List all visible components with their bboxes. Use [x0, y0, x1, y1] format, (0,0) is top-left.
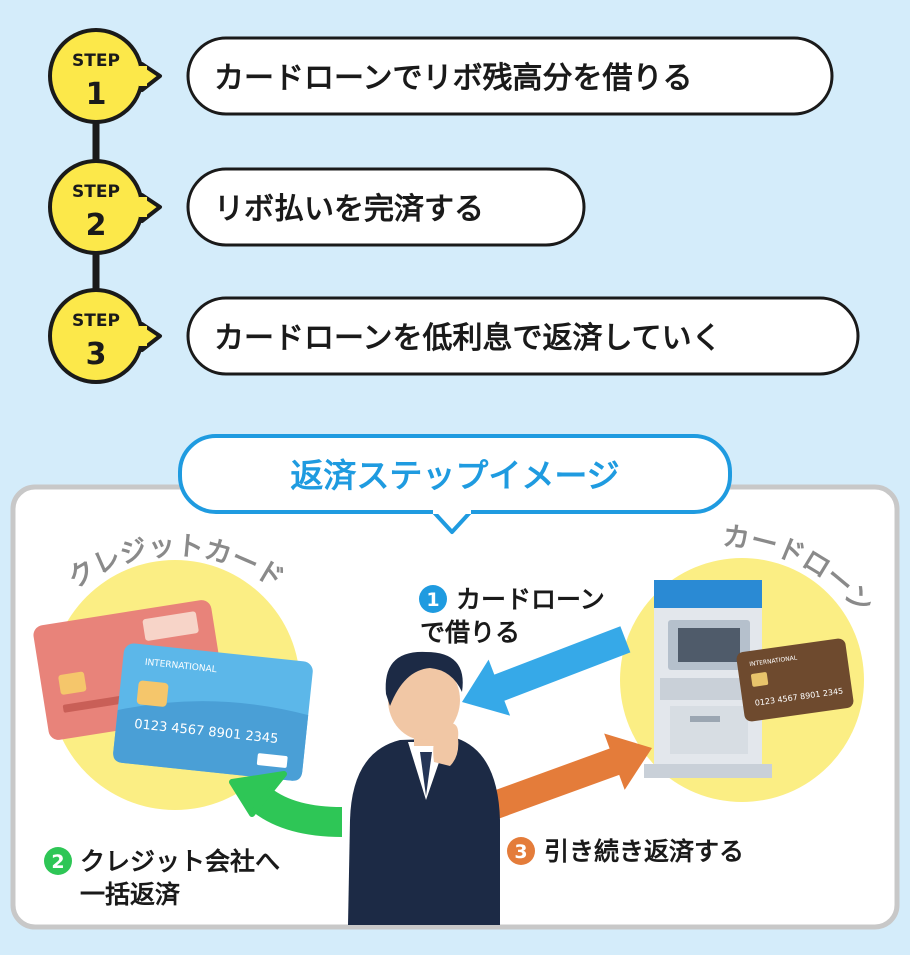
step-1-number-badge [419, 585, 447, 613]
step-2-line1: クレジット会社へ [80, 847, 280, 876]
step-2-number: 2 [51, 851, 64, 873]
step-1-line1: カードローン [456, 585, 605, 614]
card-loan-card: INTERNATIONAL 0123 4567 8901 2345 [736, 638, 854, 722]
businessman-suit [348, 738, 500, 925]
arrow-borrow [462, 626, 631, 716]
blue-card-hologram [256, 753, 288, 768]
step-text-pill [186, 36, 834, 116]
step-badge-label: STEP [72, 182, 120, 202]
step-2-number-badge [44, 847, 72, 875]
red-card-chip [58, 671, 87, 695]
step-1-number: 1 [426, 589, 439, 611]
arrow-borrow-shape [462, 626, 631, 716]
step-badge-label: STEP [72, 311, 120, 331]
step-3: STEP 3 カードローンを低利息で返済していく [48, 288, 860, 384]
atm-cash-slot [690, 716, 720, 722]
step-2-line2: 一括返済 [80, 880, 181, 909]
arrow-lump-body [252, 787, 343, 837]
badge-pointer-joint [139, 66, 147, 86]
step-text-pill [186, 167, 586, 247]
atm-base [644, 764, 772, 778]
arrow-lump-repay [229, 771, 343, 837]
atm-keypad [660, 678, 756, 700]
step-badge-label: STEP [72, 51, 120, 71]
atm-top-sign [654, 580, 762, 608]
step-3-number-badge [507, 837, 535, 865]
businessman-hair [385, 651, 463, 706]
businessman [348, 651, 500, 925]
arrow-continue-shape [485, 733, 652, 820]
businessman-hand [433, 723, 459, 766]
businessman-tie [420, 752, 432, 796]
blue-credit-card: INTERNATIONAL 0123 4567 8901 2345 [113, 643, 313, 781]
label-step-2: 2 クレジット会社へ 一括返済 [44, 847, 280, 909]
step-1-line2: で借りる [420, 618, 520, 647]
step-badge-number: 3 [86, 337, 107, 372]
step-badge-number: 2 [86, 208, 107, 243]
atm-cash-slot-area [670, 706, 748, 754]
badge-pointer-joint [139, 197, 147, 217]
loan-card-chip [751, 672, 769, 687]
step-text-pill [186, 296, 860, 376]
section-title-bubble: 返済ステップイメージ [178, 434, 732, 534]
arrow-continue-repay [485, 733, 652, 820]
red-card-signature [142, 611, 199, 641]
blue-card-chip [136, 680, 169, 707]
arrow-lump-head [229, 771, 287, 817]
step-3-line1: 引き続き返済する [544, 837, 744, 866]
step-badge-number: 1 [86, 77, 107, 112]
businessman-face [388, 660, 460, 740]
section-title: 返済ステップイメージ [290, 456, 619, 495]
label-step-3: 3 引き続き返済する [507, 837, 744, 866]
atm-screen [678, 628, 740, 662]
label-step-1: 1 カードローン で借りる [419, 585, 605, 647]
step-3-number: 3 [514, 841, 527, 863]
bubble-pointer-joint [433, 504, 471, 514]
step-2: STEP 2 リボ払いを完済する [48, 159, 586, 255]
badge-pointer-joint [139, 326, 147, 346]
step-1: STEP 1 カードローンでリボ残高分を借りる [48, 28, 834, 124]
step-text: リボ払いを完済する [214, 192, 484, 227]
step-text: カードローンでリボ残高分を借りる [214, 61, 693, 96]
step-text: カードローンを低利息で返済していく [214, 321, 722, 356]
loan-card-body [736, 638, 854, 722]
